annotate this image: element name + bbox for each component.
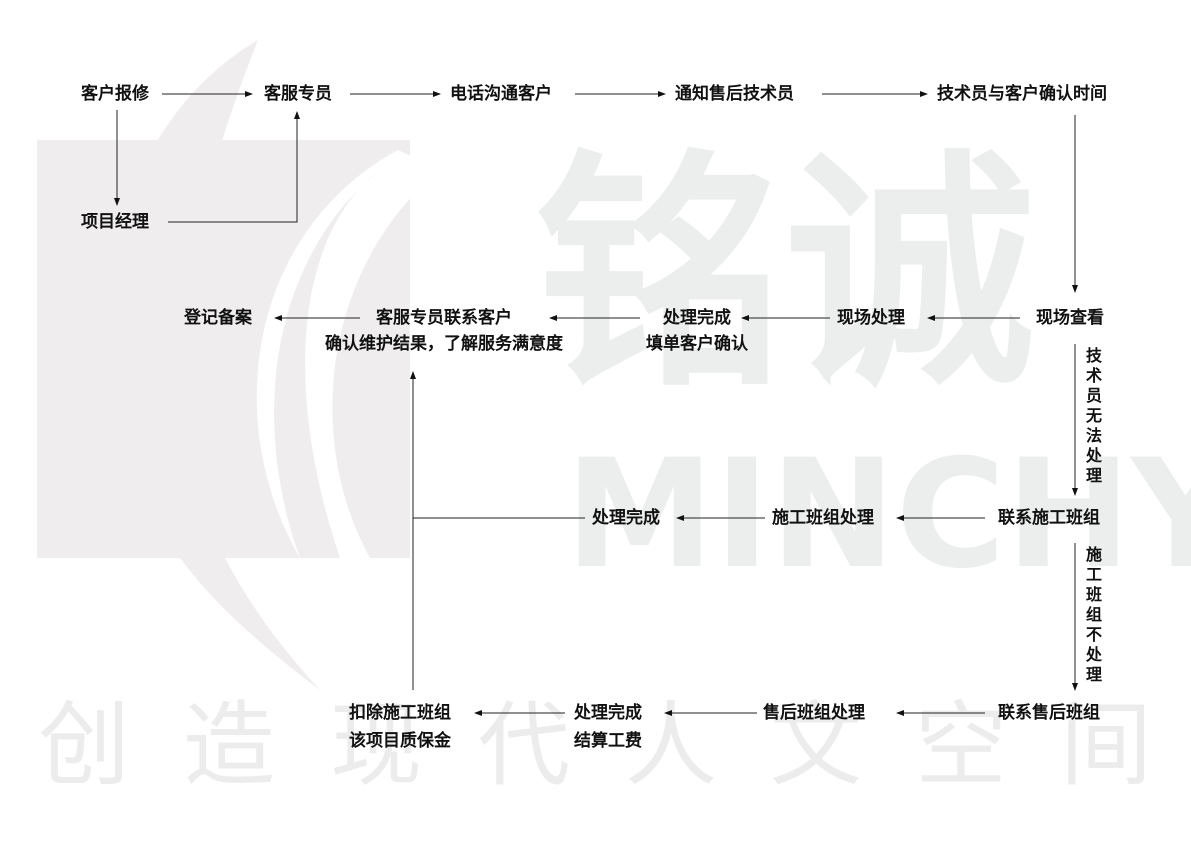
edge-label-tech-cannot: 技术员无法处理 xyxy=(1085,346,1102,485)
node-confirm-time: 技术员与客户确认时间 xyxy=(937,84,1107,104)
node-aftersales-handle: 售后班组处理 xyxy=(763,703,865,723)
watermark-slogan-1: 造 xyxy=(183,692,276,799)
node-done-confirm-line1: 处理完成 xyxy=(663,308,731,328)
node-register: 登记备案 xyxy=(184,308,252,328)
watermark-slogan-7: 间 xyxy=(1060,692,1153,799)
node-cs-specialist: 客服专员 xyxy=(264,84,332,104)
node-contact-aftersales: 联系售后班组 xyxy=(998,703,1100,723)
watermark-slogan-6: 空 xyxy=(915,692,1008,799)
node-aftersales-done-line2: 结算工费 xyxy=(574,731,642,751)
node-cs-contact-line1: 客服专员联系客户 xyxy=(376,308,512,328)
node-customer-report: 客户报修 xyxy=(81,84,149,104)
node-aftersales-done-line1: 处理完成 xyxy=(574,703,642,723)
watermark-slogan-5: 文 xyxy=(770,692,863,799)
node-phone-customer: 电话沟通客户 xyxy=(450,84,552,104)
node-cs-contact-line2: 确认维护结果，了解服务满意度 xyxy=(325,334,563,354)
node-deduct-line1: 扣除施工班组 xyxy=(349,703,451,723)
watermark-brand-cn: 铭诚 xyxy=(535,129,1035,420)
node-done-confirm: 处理完成 填单客户确认 xyxy=(636,307,758,355)
node-onsite-check: 现场查看 xyxy=(1036,308,1104,328)
node-cs-contact: 客服专员联系客户 确认维护结果，了解服务满意度 xyxy=(294,307,594,355)
watermark-slogan-0: 创 xyxy=(38,692,131,799)
arrow-pm-to-cs xyxy=(168,111,300,223)
node-deduct-line2: 该项目质保金 xyxy=(349,731,451,751)
node-project-manager: 项目经理 xyxy=(81,212,149,232)
watermark-slogan-2: 现 xyxy=(330,692,423,799)
watermark-brand-en: MINCHY xyxy=(565,428,1191,602)
node-crew-handle: 施工班组处理 xyxy=(772,508,874,528)
node-contact-crew: 联系施工班组 xyxy=(998,508,1100,528)
node-aftersales-done: 处理完成 结算工费 xyxy=(574,702,642,752)
node-deduct-deposit: 扣除施工班组 该项目质保金 xyxy=(349,702,451,752)
node-onsite-handle: 现场处理 xyxy=(837,308,905,328)
edge-label-crew-refuse: 施工班组不处理 xyxy=(1085,545,1102,684)
node-done-confirm-line2: 填单客户确认 xyxy=(646,334,748,354)
node-notify-technician: 通知售后技术员 xyxy=(675,84,794,104)
watermark-slogan-3: 代 xyxy=(478,692,571,799)
node-crew-done: 处理完成 xyxy=(592,508,660,528)
